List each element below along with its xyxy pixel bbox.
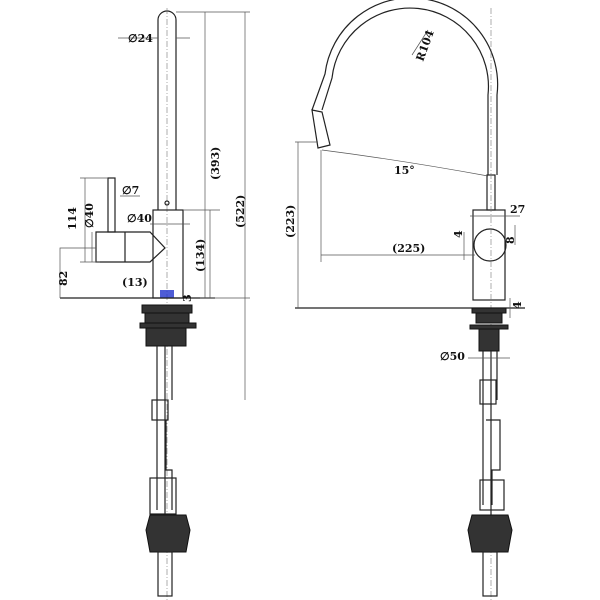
side-view-faucet bbox=[59, 8, 250, 600]
lever bbox=[107, 177, 116, 233]
dim-handle-offset-right: 8 bbox=[504, 236, 517, 244]
dim-body-height: (134) bbox=[194, 239, 207, 272]
dim-handle-height: 114 bbox=[66, 207, 79, 230]
front-view-faucet bbox=[295, 0, 525, 600]
dim-handle-diameter: ∅40 bbox=[83, 203, 96, 228]
dim-reach: (225) bbox=[392, 242, 425, 255]
dim-spout-height: (393) bbox=[209, 147, 222, 180]
dim-base-gap: 3 bbox=[181, 294, 194, 302]
dim-base-gap: 4 bbox=[511, 301, 524, 309]
dim-handle-axis-height: 82 bbox=[57, 271, 70, 286]
handle bbox=[473, 228, 507, 262]
pull-out-head bbox=[311, 109, 331, 149]
dim-total-height: (522) bbox=[234, 195, 247, 228]
aerator bbox=[160, 290, 174, 298]
dim-body-diameter: ∅40 bbox=[127, 212, 152, 225]
dim-aerator-offset: (13) bbox=[122, 276, 148, 289]
body bbox=[152, 209, 184, 299]
dim-lever-diameter: ∅7 bbox=[122, 184, 139, 197]
dim-arc-radius: R104 bbox=[414, 28, 437, 63]
dim-spout-diameter: ∅24 bbox=[128, 32, 153, 45]
dim-angle: 15° bbox=[394, 164, 415, 177]
gooseneck-inner bbox=[321, 7, 490, 175]
dim-base-diameter: ∅50 bbox=[440, 350, 465, 363]
dim-handle-width: 27 bbox=[510, 203, 525, 216]
dim-outlet-height: (223) bbox=[284, 205, 297, 238]
dim-handle-offset-left: 4 bbox=[452, 230, 465, 238]
handle bbox=[95, 231, 166, 263]
